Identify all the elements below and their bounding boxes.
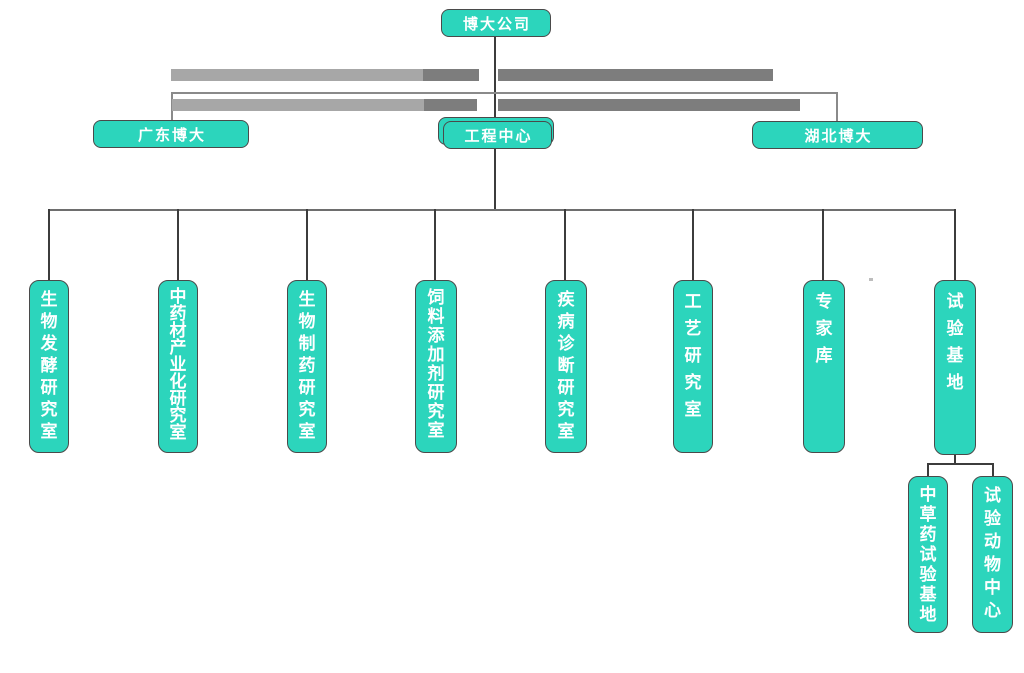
- connector-level1-right-drop: [836, 92, 838, 121]
- org-node-dept-herb-industrialization: 中药材产业化研究室: [158, 280, 198, 453]
- dept-label: 中药材产业化研究室: [169, 287, 187, 443]
- redacted-text-bar-2-light: [172, 99, 424, 111]
- org-node-guangdong-label: 广东博大: [137, 125, 206, 144]
- redacted-text-bar-2-dark-b: [498, 99, 800, 111]
- dept-label: 疾病诊断研究室: [557, 290, 575, 442]
- connector-root-vertical: [494, 37, 496, 117]
- org-node-dept-feed-additive: 饲料添加剂研究室: [415, 280, 457, 453]
- redacted-text-bar-1-dark-a: [423, 69, 479, 81]
- connector-level3-horizontal: [927, 463, 994, 465]
- org-node-dept-biopharma: 生物制药研究室: [287, 280, 327, 453]
- org-node-dept-test-base: 试验基地: [934, 280, 976, 455]
- org-node-root-label: 博大公司: [462, 14, 531, 33]
- org-node-sub-animal-center: 试验动物中心: [972, 476, 1013, 633]
- connector-drop-4: [434, 209, 436, 280]
- connector-drop-8: [954, 209, 956, 280]
- org-node-dept-expert-pool: 专家库: [803, 280, 845, 453]
- connector-drop-2: [177, 209, 179, 280]
- redacted-text-bar-1-dark-b: [498, 69, 773, 81]
- connector-level1-horizontal: [171, 92, 838, 94]
- dept-label: 专家库: [815, 292, 833, 366]
- dept-label: 饲料添加剂研究室: [427, 288, 445, 441]
- connector-level2-horizontal: [48, 209, 956, 211]
- dept-label: 生物制药研究室: [298, 290, 316, 442]
- connector-drop-6: [692, 209, 694, 280]
- connector-drop-1: [48, 209, 50, 280]
- connector-drop-3: [306, 209, 308, 280]
- dept-label: 试验基地: [946, 292, 964, 393]
- org-node-dept-disease-diagnosis: 疾病诊断研究室: [545, 280, 587, 453]
- connector-drop-7: [822, 209, 824, 280]
- redacted-text-bar-1-light: [171, 69, 423, 81]
- org-node-root: 博大公司: [441, 9, 551, 37]
- org-node-hubei: 湖北博大: [752, 121, 923, 149]
- connector-drop-5: [564, 209, 566, 280]
- org-node-center-label: 工程中心: [464, 126, 533, 145]
- dept-label: 生物发酵研究室: [40, 290, 58, 442]
- connector-sub-drop-2: [992, 463, 994, 476]
- sub-dept-label: 中草药试验基地: [919, 485, 937, 625]
- connector-center-vertical: [494, 149, 496, 210]
- org-node-dept-biofermentation: 生物发酵研究室: [29, 280, 69, 453]
- org-node-sub-herb-test-base: 中草药试验基地: [908, 476, 948, 633]
- dept-label: 工艺研究室: [684, 292, 702, 420]
- org-node-center: 工程中心: [443, 121, 552, 149]
- org-node-dept-process: 工艺研究室: [673, 280, 713, 453]
- connector-testbase-stub: [954, 455, 956, 464]
- connector-sub-drop-1: [927, 463, 929, 476]
- sub-dept-label: 试验动物中心: [984, 486, 1001, 621]
- redacted-text-bar-2-dark-a: [424, 99, 477, 111]
- stray-mark: [869, 278, 873, 281]
- org-node-hubei-label: 湖北博大: [804, 126, 873, 145]
- org-node-guangdong: 广东博大: [93, 120, 249, 148]
